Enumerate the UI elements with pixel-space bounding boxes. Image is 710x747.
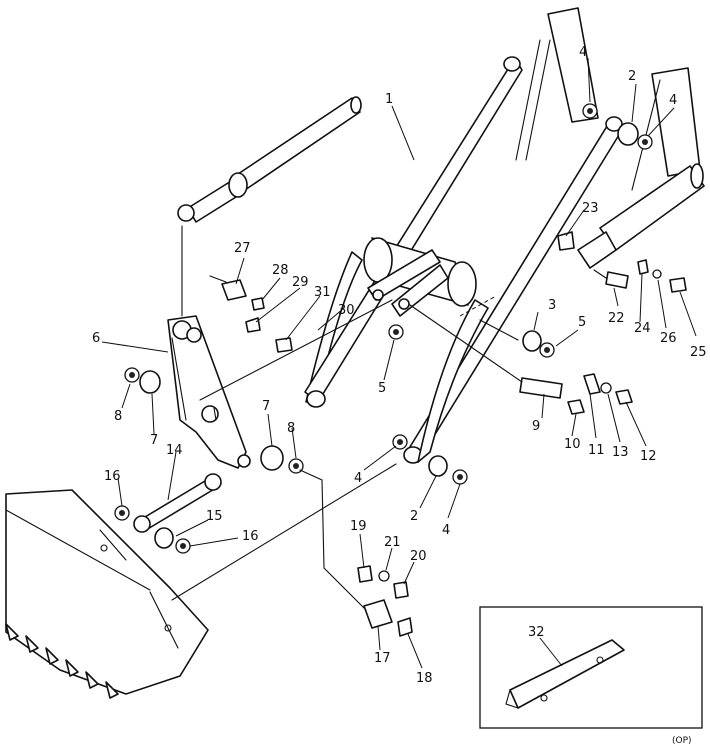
callout-17: 17 <box>374 651 391 666</box>
callout-8-left: 8 <box>114 409 122 424</box>
callout-2-top: 2 <box>628 69 636 84</box>
callout-13: 13 <box>612 445 629 460</box>
callout-30: 30 <box>338 303 355 318</box>
callout-1: 1 <box>385 92 393 107</box>
callout-7-right: 7 <box>262 399 270 414</box>
lift-cylinder <box>177 96 705 269</box>
callout-21: 21 <box>384 535 401 550</box>
callout-4-middle: 4 <box>354 471 362 486</box>
callout-8-right: 8 <box>287 421 295 436</box>
callout-16-left: 16 <box>104 469 121 484</box>
callout-28: 28 <box>272 263 289 278</box>
hardware <box>114 103 687 637</box>
callout-14: 14 <box>166 443 183 458</box>
callout-27: 27 <box>234 241 251 256</box>
callout-23: 23 <box>582 201 599 216</box>
callout-19: 19 <box>350 519 367 534</box>
callout-9: 9 <box>532 419 540 434</box>
callout-16-right: 16 <box>242 529 259 544</box>
callout-5-left: 5 <box>378 381 386 396</box>
callout-labels: 1 2 2 3 4 4 4 4 5 5 6 7 7 8 8 9 10 11 12… <box>92 45 707 686</box>
callout-4-bottom: 4 <box>442 523 450 538</box>
alignment-lines <box>171 225 607 611</box>
callout-20: 20 <box>410 549 427 564</box>
callout-32: 32 <box>528 625 545 640</box>
callout-18: 18 <box>416 671 433 686</box>
callout-22: 22 <box>608 311 625 326</box>
bucket <box>5 489 209 699</box>
callout-11: 11 <box>588 443 605 458</box>
callout-4-right: 4 <box>669 93 677 108</box>
bucket-teeth <box>5 623 119 699</box>
lift-arm-assembly <box>304 7 701 464</box>
callout-31: 31 <box>314 285 331 300</box>
nut-set <box>114 103 653 554</box>
callout-25: 25 <box>690 345 707 360</box>
option-mark: (OP) <box>672 736 692 746</box>
callout-2-bottom: 2 <box>410 509 418 524</box>
inset-option-box: 32 <box>479 606 703 729</box>
callout-29: 29 <box>292 275 309 290</box>
leader-lines <box>101 57 697 669</box>
callout-26: 26 <box>660 331 677 346</box>
callout-24: 24 <box>634 321 651 336</box>
callout-3: 3 <box>548 298 556 313</box>
callout-6: 6 <box>92 331 100 346</box>
callout-4-top: 4 <box>579 45 587 60</box>
callout-12: 12 <box>640 449 657 464</box>
callout-7-left: 7 <box>150 433 158 448</box>
callout-10: 10 <box>564 437 581 452</box>
link-14 <box>133 473 222 533</box>
callout-15: 15 <box>206 509 223 524</box>
callout-5-right: 5 <box>578 315 586 330</box>
